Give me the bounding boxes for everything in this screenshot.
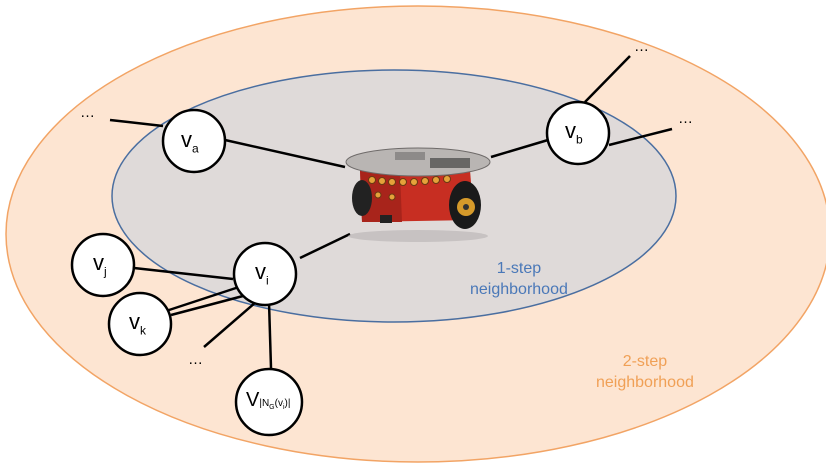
node-va-circle xyxy=(161,108,227,174)
node-vi-circle xyxy=(232,241,298,307)
edge-vb-outer-right xyxy=(608,127,673,147)
node-vi-base: v xyxy=(255,259,266,284)
node-vk-base: v xyxy=(129,309,140,334)
node-vb-circle xyxy=(545,100,611,166)
node-vb-label: vb xyxy=(565,118,583,146)
node-va-sub: a xyxy=(192,141,199,156)
edges xyxy=(109,55,673,369)
edge-vi-dots xyxy=(203,301,257,348)
edge-vb-outer-top xyxy=(584,55,631,103)
edge-va-robot xyxy=(224,138,346,169)
one-step-label-line1: 1-step xyxy=(496,260,542,277)
node-vk-circle xyxy=(107,291,173,357)
node-vi-label: vi xyxy=(255,259,269,287)
edge-robot-vi xyxy=(299,232,351,260)
two-step-label-line2: neighborhood xyxy=(596,374,694,391)
edge-vi-vn xyxy=(267,301,273,369)
node-vn-sub3: )| xyxy=(284,398,291,409)
one-step-label: 1-step neighborhood xyxy=(470,258,568,300)
node-vi-sub: i xyxy=(266,273,269,288)
node-va-base: v xyxy=(181,127,192,152)
node-vb-sub: b xyxy=(576,132,583,147)
node-vn-subsub: G xyxy=(269,404,275,411)
edge-va-outer xyxy=(109,118,164,128)
edge-vi-vk-2 xyxy=(165,285,240,313)
node-vk-label: vk xyxy=(129,309,146,337)
edge-vi-vk xyxy=(170,294,244,317)
node-vn-subsub2: i xyxy=(282,404,285,411)
node-vn-label: V|NG(vi)| xyxy=(246,389,290,412)
two-step-label: 2-step neighborhood xyxy=(596,351,694,393)
node-vn-circle xyxy=(234,367,304,437)
node-vn-sub: |N xyxy=(259,398,270,409)
node-vk-sub: k xyxy=(140,323,146,338)
node-vj-circle xyxy=(70,232,136,298)
one-step-label-line2: neighborhood xyxy=(470,281,568,298)
robot-icon xyxy=(345,147,491,242)
ellipsis-vb-right: … xyxy=(678,110,693,127)
node-vj-label: vj xyxy=(93,250,107,278)
edge-robot-vb xyxy=(490,138,549,159)
node-vb-base: v xyxy=(565,118,576,143)
node-va-label: va xyxy=(181,127,199,155)
ellipsis-vb-top: … xyxy=(634,38,649,55)
ellipsis-vi: … xyxy=(188,351,203,368)
edge-vi-vj xyxy=(133,266,234,281)
ellipsis-va: … xyxy=(80,104,95,121)
two-step-label-line1: 2-step xyxy=(622,353,668,370)
node-vj-base: v xyxy=(93,250,104,275)
node-vn-base: V xyxy=(246,389,260,411)
node-vn-sub2: (v xyxy=(274,398,283,409)
node-vj-sub: j xyxy=(104,264,107,279)
